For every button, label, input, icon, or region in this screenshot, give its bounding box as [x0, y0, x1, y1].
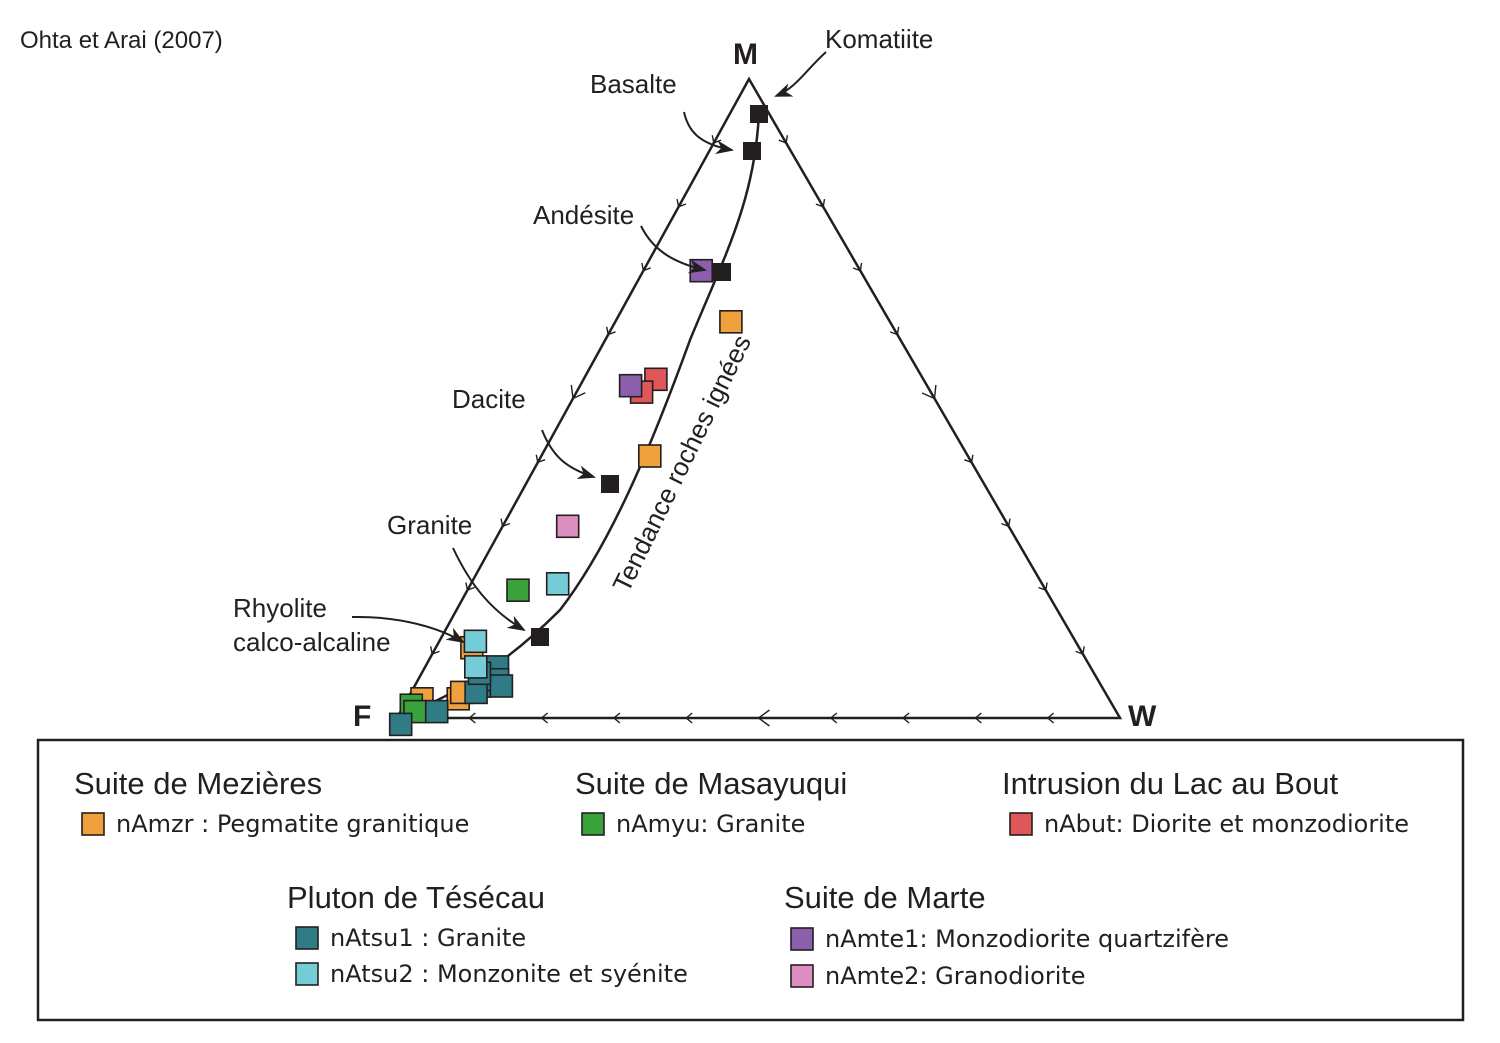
legend-group-title: Intrusion du Lac au Bout	[1002, 766, 1338, 801]
reference-label: Dacite	[452, 384, 526, 414]
reference-marker	[601, 475, 619, 493]
vertex-label-f: F	[353, 700, 371, 733]
tick-left-edge	[535, 454, 546, 464]
reference-label-line: Rhyolite	[233, 593, 327, 623]
reference-rocks: KomatiiteBasalteAndésiteDaciteGraniteRhy…	[233, 24, 933, 657]
vertex-label-w: W	[1128, 700, 1157, 733]
tick-right-edge	[852, 262, 863, 272]
tick-left-edge	[570, 384, 586, 400]
reference-marker	[743, 142, 761, 160]
reference-label: Granite	[387, 510, 472, 540]
reference-arrow	[683, 111, 734, 155]
tick-left-edge	[606, 326, 616, 336]
point-nAtsu2	[463, 629, 488, 654]
tick-right-edge	[1075, 646, 1085, 656]
legend-entry-label: nAbut: Diorite et monzodiorite	[1044, 810, 1409, 838]
reference-arrow	[351, 615, 465, 644]
legend-group-title: Suite de Marte	[784, 880, 986, 915]
point-nAmte1	[689, 258, 714, 283]
reference-label-line: Granite	[387, 510, 472, 540]
legend-swatch-nAtsu2	[295, 962, 319, 986]
point-nAtsu1	[388, 712, 413, 737]
reference-label: Komatiite	[825, 24, 933, 54]
legend-swatch-nAmte1	[790, 927, 814, 951]
reference-label: Rhyolite calco-alcaline	[233, 593, 391, 657]
legend-entry-label: nAmzr : Pegmatite granitique	[116, 810, 469, 838]
sample-points	[388, 258, 743, 737]
legend-swatch-nAtsu1	[295, 926, 319, 950]
tick-left-edge	[641, 262, 651, 272]
point-nAmzr	[637, 444, 662, 468]
tick-left-edge	[430, 646, 440, 656]
reference-label-line: Andésite	[533, 200, 634, 230]
legend-group-title: Suite de Mezières	[74, 766, 322, 801]
reference-arrow	[541, 429, 596, 479]
vertex-label-m: M	[733, 38, 758, 71]
axis-ticks	[430, 135, 1085, 727]
reference-arrow	[452, 547, 526, 632]
tick-right-edge	[1038, 582, 1048, 592]
legend-entry-label: nAtsu1 : Granite	[330, 924, 526, 952]
reference-label-line: Komatiite	[825, 24, 933, 54]
reference-marker	[713, 263, 731, 281]
source-citation: Ohta et Arai (2007)	[20, 27, 223, 54]
reference-label: Basalte	[590, 69, 677, 99]
tick-bottom-edge	[757, 709, 770, 727]
point-nAtsu2	[463, 655, 488, 679]
point-nAtsu2	[545, 571, 570, 596]
legend-swatch-nAmyu	[581, 812, 605, 836]
tick-left-edge	[465, 582, 475, 592]
tick-right-edge	[778, 135, 789, 144]
point-nAmte1	[618, 373, 643, 398]
legend-swatch-nAmte2	[790, 964, 814, 988]
tick-bottom-edge	[1046, 712, 1055, 724]
reference-arrow	[640, 225, 707, 274]
tick-bottom-edge	[612, 712, 621, 724]
tick-bottom-edge	[902, 712, 910, 724]
tick-right-edge	[964, 454, 974, 464]
tick-bottom-edge	[685, 712, 693, 724]
legend: Suite de Mezières nAmzr : Pegmatite grani…	[74, 766, 1409, 990]
tick-right-edge	[1001, 518, 1011, 528]
legend-entry-label: nAmyu: Granite	[616, 810, 805, 838]
reference-label-line: Dacite	[452, 384, 526, 414]
trend-label: Tendance roches ignées	[606, 330, 757, 596]
tick-right-edge	[921, 384, 937, 400]
legend-group-title: Suite de Masayuqui	[575, 766, 847, 801]
legend-box	[36, 738, 1465, 1022]
point-nAtsu1	[489, 674, 514, 698]
reference-label-line: Basalte	[590, 69, 677, 99]
legend-swatch-nAmzr	[81, 812, 105, 836]
legend-entry-label: nAtsu2 : Monzonite et syénite	[330, 960, 688, 988]
reference-label: Andésite	[533, 200, 634, 230]
tick-right-edge	[889, 326, 900, 336]
reference-marker	[750, 105, 768, 123]
tick-bottom-edge	[468, 712, 476, 724]
point-nAmte2	[555, 514, 580, 539]
tick-bottom-edge	[540, 712, 549, 724]
reference-arrow	[774, 51, 827, 97]
legend-swatch-nAbut	[1009, 812, 1033, 836]
tick-left-edge	[500, 518, 511, 528]
legend-group-title: Pluton de Tésécau	[287, 880, 545, 915]
point-nAtsu1	[424, 699, 449, 724]
tick-bottom-edge	[974, 712, 982, 724]
point-nAmzr	[719, 309, 743, 334]
tick-right-edge	[815, 198, 826, 208]
tick-bottom-edge	[829, 712, 838, 724]
legend-entry-label: nAmte2: Granodiorite	[825, 962, 1086, 990]
reference-label-line: calco-alcaline	[233, 627, 391, 657]
legend-entry-label: nAmte1: Monzodiorite quartzifère	[825, 925, 1229, 953]
reference-marker	[531, 628, 549, 646]
point-nAmyu	[506, 578, 530, 603]
tick-left-edge	[676, 198, 687, 208]
